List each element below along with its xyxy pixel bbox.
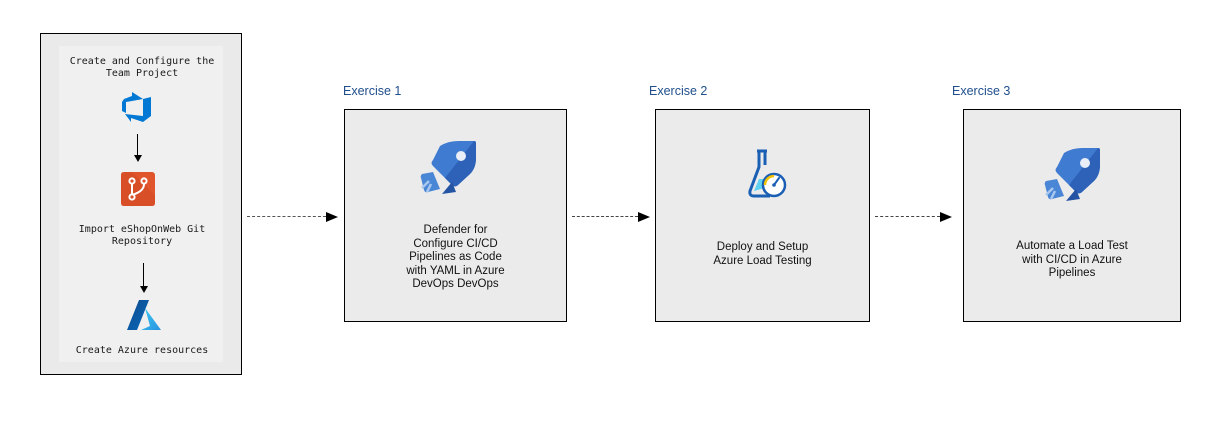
step-import-repo-label: Import eShopOnWeb Git Repository (41, 224, 243, 248)
setup-panel: Create and Configure the Team Project Im… (40, 33, 242, 375)
step-create-resources-label: Create Azure resources (41, 345, 243, 357)
step-create-project-line-2: Team Project (105, 68, 179, 79)
connector-step1-to-step2-arrowhead (134, 155, 142, 162)
connector-exercise-1-to-exercise-2-arrowhead (638, 212, 650, 222)
exercise-2-box: Deploy and Setup Azure Load Testing (655, 109, 870, 322)
azure-repos-icon (121, 172, 155, 206)
connector-prep-to-exercise-1 (247, 216, 326, 217)
exercise-1-line-3: Pipelines as Code (409, 251, 502, 263)
azure-devops-icon (122, 92, 151, 122)
azure-pipelines-icon (420, 141, 476, 194)
azure-icon (127, 300, 161, 330)
exercise-1-label: Exercise 1 (343, 84, 402, 98)
azure-load-testing-icon (748, 149, 787, 198)
exercise-1-line-2: Configure CI/CD (413, 237, 498, 250)
connector-prep-to-exercise-1-arrowhead (326, 212, 338, 222)
exercise-1-line-5: DevOps DevOps (412, 278, 499, 290)
exercise-3-label: Exercise 3 (952, 84, 1011, 98)
exercise-1-box: Defender for Configure CI/CD Pipelines a… (344, 109, 567, 322)
step-import-repo-line-1: Import eShopOnWeb Git (78, 224, 206, 235)
exercise-3-line-3: Pipelines (1048, 267, 1096, 279)
exercise-1-line-1: Defender for (423, 224, 488, 236)
exercise-1-description: Defender for Configure CI/CD Pipelines a… (345, 224, 566, 292)
connector-step2-to-step3-arrowhead (140, 286, 148, 293)
exercise-3-line-2: with CI/CD in Azure (1022, 253, 1122, 266)
exercise-3-box: Automate a Load Test with CI/CD in Azure… (963, 109, 1181, 322)
exercise-3-line-1: Automate a Load Test (1016, 240, 1128, 252)
exercise-1-line-4: with YAML in Azure (406, 264, 505, 277)
step-create-project-label: Create and Configure the Team Project (41, 56, 243, 80)
connector-exercise-2-to-exercise-3-arrowhead (940, 212, 952, 222)
connector-step1-to-step2 (137, 134, 138, 156)
step-create-resources-line-1: Create Azure resources (75, 345, 209, 356)
connector-step2-to-step3 (143, 263, 144, 287)
exercise-2-line-1: Deploy and Setup (716, 241, 809, 253)
step-import-repo-line-2: Repository (111, 236, 173, 247)
exercise-2-description: Deploy and Setup Azure Load Testing (656, 241, 869, 268)
exercise-2-label: Exercise 2 (649, 84, 708, 98)
connector-exercise-1-to-exercise-2 (572, 216, 638, 217)
azure-pipelines-icon (1044, 148, 1100, 201)
connector-exercise-2-to-exercise-3 (875, 216, 940, 217)
exercise-3-description: Automate a Load Test with CI/CD in Azure… (964, 240, 1180, 281)
exercise-2-line-2: Azure Load Testing (713, 254, 812, 267)
step-create-project-line-1: Create and Configure the (69, 56, 215, 67)
